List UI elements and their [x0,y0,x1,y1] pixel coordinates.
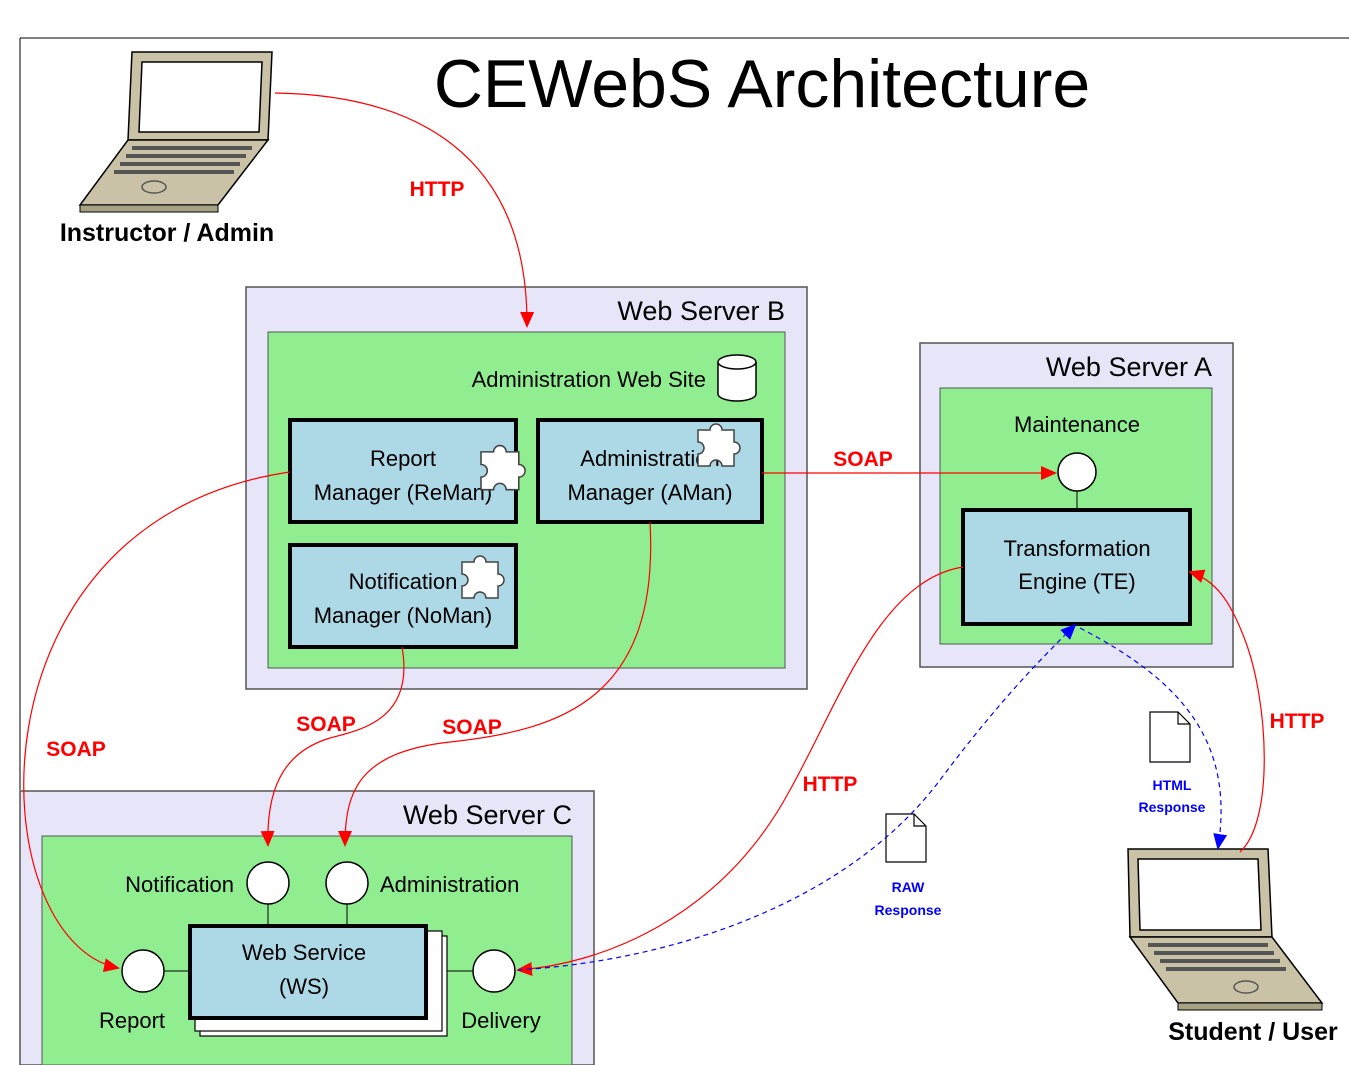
delivery-label: Delivery [461,1008,540,1033]
diagram-title: CEWebS Architecture [434,46,1090,122]
puzzle-piece-icon [480,444,526,491]
noman-notification-soap-connector [260,646,405,847]
instructor-label: Instructor / Admin [60,219,274,247]
notification-manager-line2: Manager (NoMan) [314,603,493,628]
report-label: Report [99,1008,165,1033]
http-label-student: HTTP [1270,710,1325,733]
notification-interface [246,861,290,905]
administration-interface [325,861,369,905]
soap-label-aman-te: SOAP [833,448,893,471]
raw-response-connector [517,623,1077,971]
report-interface [121,949,165,993]
puzzle-piece-icon [697,423,741,467]
web-server-a-label: Web Server A [1046,352,1212,382]
http-label-te-delivery: HTTP [803,773,858,796]
transformation-engine-line2: Engine (TE) [1018,569,1135,594]
web-service-line1: Web Service [242,940,366,965]
report-manager-line2: Manager (ReMan) [314,480,493,505]
notification-manager-line1: Notification [349,569,458,594]
soap-label-aman-ws: SOAP [442,716,502,739]
html-response-line1: HTML [1153,777,1192,793]
report-manager [288,418,518,524]
html-response-document-icon [1149,711,1191,763]
student-laptop-icon [1127,848,1324,1011]
student-label: Student / User [1168,1018,1338,1046]
instructor-http-connector [274,92,535,328]
student-te-http-connector [1188,569,1265,853]
administration-label: Administration [380,872,519,897]
html-response-line2: Response [1139,799,1206,815]
web-server-c-label: Web Server C [403,800,572,830]
maintenance-interface [1057,452,1097,492]
puzzle-piece-icon [461,555,505,599]
maintenance-label: Maintenance [1014,412,1140,437]
http-label-instructor: HTTP [410,178,465,201]
delivery-interface [472,949,516,993]
raw-response-line1: RAW [892,879,925,895]
aman-administration-soap-connector [338,521,652,847]
reman-report-soap-connector [23,471,291,973]
web-server-b-label: Web Server B [617,296,785,326]
report-manager-line1: Report [370,446,436,471]
web-service-line2: (WS) [279,974,329,999]
administration-manager-line2: Manager (AMan) [567,480,732,505]
administration-manager-line1: Administration [580,446,719,471]
raw-response-document-icon [885,813,927,863]
instructor-laptop-icon [78,51,273,213]
html-response-connector [1079,627,1228,850]
te-delivery-http-connector [516,566,964,976]
web-service [188,924,428,1020]
soap-label-reman: SOAP [46,738,106,761]
raw-response-line2: Response [875,902,942,918]
soap-label-noman: SOAP [296,713,356,736]
administration-web-site-label: Administration Web Site [472,367,706,392]
transformation-engine [961,508,1192,626]
transformation-engine-line1: Transformation [1003,536,1150,561]
database-icon [717,354,757,402]
notification-label: Notification [125,872,234,897]
